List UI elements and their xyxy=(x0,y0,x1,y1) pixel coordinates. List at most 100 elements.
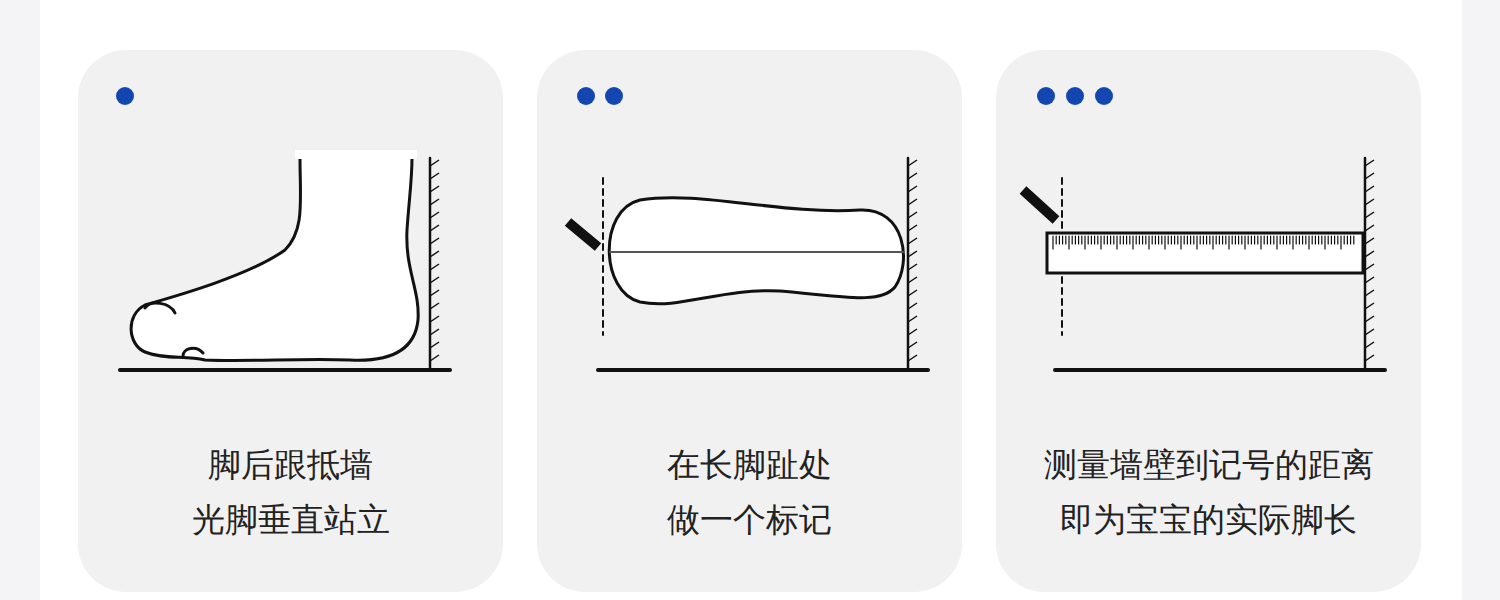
ruler-tick xyxy=(1065,236,1066,244)
ruler-tick xyxy=(1302,236,1303,244)
wall-tick xyxy=(430,290,439,296)
ruler-tick xyxy=(1116,236,1117,249)
ruler-tick xyxy=(1337,236,1338,244)
ruler-tick xyxy=(1235,236,1236,244)
wall-tick xyxy=(430,199,439,205)
foot-side-view xyxy=(120,150,450,370)
wall-hatching xyxy=(430,160,1374,361)
ruler-tick xyxy=(1251,236,1252,244)
ruler-tick xyxy=(1196,236,1197,249)
wall-tick xyxy=(908,251,917,257)
wall-tick xyxy=(1365,251,1374,257)
ruler-tick xyxy=(1075,236,1076,244)
ruler-tick xyxy=(1315,236,1316,244)
ruler-tick xyxy=(1209,236,1210,244)
ruler-tick xyxy=(1171,236,1172,244)
ruler-tick xyxy=(1180,236,1181,249)
wall-tick xyxy=(1365,173,1374,179)
ruler-tick xyxy=(1068,236,1069,249)
ruler-tick xyxy=(1350,236,1351,244)
ruler-tick xyxy=(1062,236,1063,244)
wall-tick xyxy=(430,238,439,244)
ruler-tick xyxy=(1187,236,1188,244)
wall-tick xyxy=(908,355,917,361)
wall-tick xyxy=(1365,303,1374,309)
step-dots xyxy=(116,87,1113,105)
ruler-tick xyxy=(1155,236,1156,244)
ruler-tick xyxy=(1190,236,1191,244)
ruler-view xyxy=(1023,158,1385,370)
ruler-tick xyxy=(1056,236,1057,244)
ruler-tick xyxy=(1353,236,1354,244)
wall-tick xyxy=(430,277,439,283)
ruler-tick xyxy=(1104,236,1105,244)
ruler-tick xyxy=(1174,236,1175,244)
wall-tick xyxy=(430,316,439,322)
ruler-tick xyxy=(1164,236,1165,249)
wall-tick xyxy=(430,329,439,335)
wall-tick xyxy=(430,186,439,192)
wall-tick xyxy=(1365,355,1374,361)
ruler-tick xyxy=(1072,236,1073,244)
ruler-tick xyxy=(1283,236,1284,244)
ruler-tick xyxy=(1225,236,1226,244)
ruler-tick xyxy=(1132,236,1133,249)
ruler-tick xyxy=(1289,236,1290,244)
ruler-tick xyxy=(1318,236,1319,244)
ruler-tick xyxy=(1177,236,1178,244)
ruler-tick xyxy=(1212,236,1213,249)
caption-block: 测量墙壁到记号的距离 即为宝宝的实际脚长 xyxy=(996,437,1421,547)
wall-tick xyxy=(1365,225,1374,231)
ruler-tick xyxy=(1148,236,1149,249)
wall-tick xyxy=(908,316,917,322)
ruler-tick xyxy=(1084,236,1085,249)
ruler-tick xyxy=(1152,236,1153,244)
ruler-tick xyxy=(1126,236,1127,244)
ruler-tick xyxy=(1244,236,1245,249)
ruler-tick xyxy=(1257,236,1258,244)
ruler-tick xyxy=(1331,236,1332,244)
ruler-tick xyxy=(1184,236,1185,244)
wall-tick xyxy=(908,290,917,296)
ruler-tick xyxy=(1328,236,1329,244)
ruler-tick xyxy=(1206,236,1207,244)
wall-tick xyxy=(430,355,439,361)
caption-block: 脚后跟抵墙 光脚垂直站立 xyxy=(78,437,503,547)
wall-tick xyxy=(430,173,439,179)
wall-tick xyxy=(1365,186,1374,192)
wall-tick xyxy=(908,199,917,205)
wall-tick xyxy=(908,186,917,192)
ruler-tick xyxy=(1113,236,1114,244)
ruler-tick xyxy=(1228,236,1229,249)
ruler-tick xyxy=(1276,236,1277,249)
ruler-tick xyxy=(1264,236,1265,244)
ruler-tick xyxy=(1312,236,1313,244)
ruler-tick xyxy=(1254,236,1255,244)
ruler-tick xyxy=(1299,236,1300,244)
ruler-tick xyxy=(1238,236,1239,244)
ruler-tick xyxy=(1232,236,1233,244)
ruler-tick xyxy=(1260,236,1261,249)
wall-tick xyxy=(908,212,917,218)
ruler-tick xyxy=(1308,236,1309,249)
ruler-tick xyxy=(1222,236,1223,244)
wall-tick xyxy=(1365,238,1374,244)
wall-tick xyxy=(1365,212,1374,218)
wall-tick xyxy=(908,264,917,270)
ruler-tick xyxy=(1334,236,1335,244)
ruler-tick xyxy=(1200,236,1201,244)
ruler-tick xyxy=(1161,236,1162,244)
ruler-tick xyxy=(1344,236,1345,244)
ruler-tick xyxy=(1110,236,1111,244)
step-panel: 脚后跟抵墙 光脚垂直站立 xyxy=(78,50,503,592)
wall-tick xyxy=(430,251,439,257)
wall-tick xyxy=(1365,342,1374,348)
wall-tick xyxy=(1365,277,1374,283)
ruler-tick xyxy=(1270,236,1271,244)
wall-tick xyxy=(1365,160,1374,166)
ruler-tick xyxy=(1123,236,1124,244)
wall-tick xyxy=(430,303,439,309)
wall-tick xyxy=(908,277,917,283)
ruler-tick xyxy=(1248,236,1249,244)
wall-tick xyxy=(1365,199,1374,205)
